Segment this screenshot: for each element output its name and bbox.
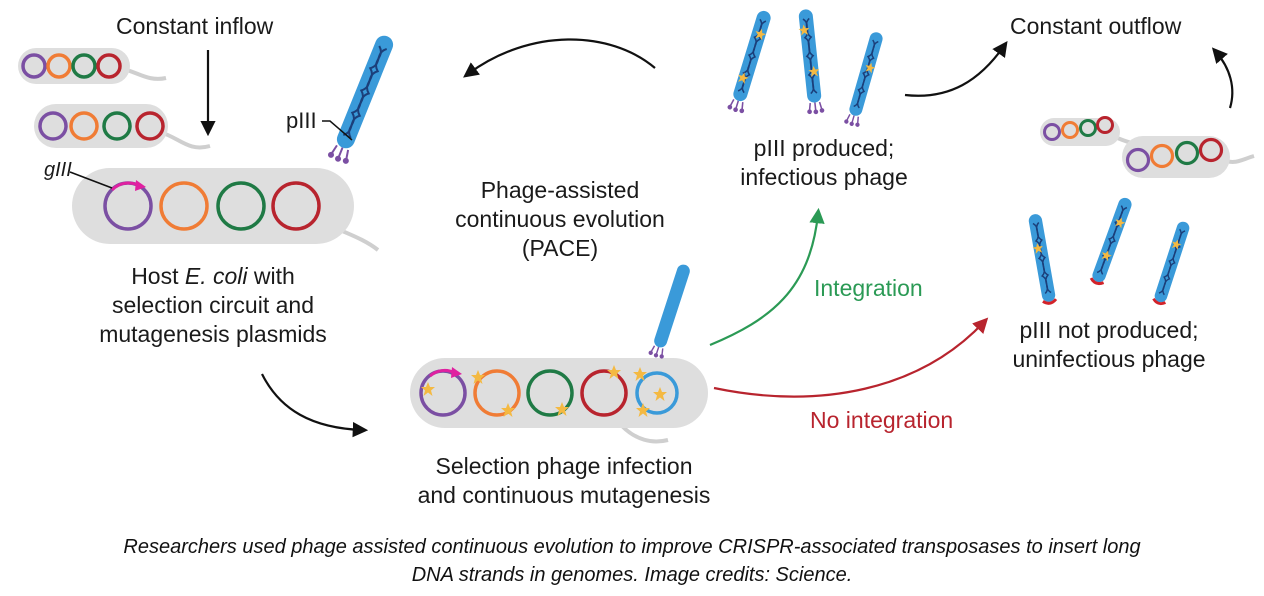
integration-arrow [709, 207, 825, 347]
outflow-cell-small [1040, 116, 1147, 146]
infectious-phage-3 [842, 29, 885, 129]
integration-label: Integration [814, 275, 923, 301]
host-line-1: Host E. coli with [131, 263, 295, 289]
no-integration-label: No integration [810, 407, 954, 433]
host-to-selection-arrow [261, 373, 369, 438]
cycle-arrow [463, 38, 656, 78]
host-ecoli-label: Host E. coli with selection circuit and … [52, 262, 374, 349]
caption-line-1: Researchers used phage assisted continuo… [123, 536, 1141, 558]
pace-diagram [18, 7, 1255, 444]
uninfectious-phage-3 [1152, 219, 1192, 305]
host-line-2: selection circuit and [112, 292, 314, 318]
piii-not-produced-label: pIII not produced; uninfectious phage [1012, 317, 1206, 372]
figure-caption: Researchers used phage assisted continuo… [0, 533, 1264, 589]
inflow-cell-medium [34, 104, 211, 150]
giii-label: gIII [44, 159, 72, 181]
constant-outflow-label: Constant outflow [1010, 13, 1182, 39]
infecting-phage [647, 264, 690, 361]
giii-pointer [69, 171, 113, 189]
outflow-arrow-left [904, 40, 1008, 97]
piii-phage [325, 31, 397, 167]
pace-label: Phage-assisted continuous evolution (PAC… [455, 177, 665, 261]
piii-label: pIII [286, 108, 317, 133]
selection-cell [410, 358, 708, 444]
infectious-phage-1 [725, 8, 774, 116]
caption-line-2: DNA strands in genomes. Image credits: S… [411, 564, 853, 586]
uninfectious-phage-2 [1089, 195, 1135, 286]
uninfectious-phage-1 [1026, 212, 1058, 305]
inflow-cell-small [18, 48, 167, 84]
infectious-phage-2 [797, 7, 826, 116]
outflow-arrow-right [1211, 47, 1234, 109]
selection-label: Selection phage infection and continuous… [417, 453, 711, 508]
constant-inflow-label: Constant inflow [116, 13, 274, 39]
host-ecoli-cell [72, 168, 380, 252]
piii-produced-label: pIII produced; infectious phage [740, 135, 908, 190]
piii-pointer [322, 120, 353, 141]
outflow-cell-medium [1122, 136, 1255, 178]
no-integration-arrow [713, 317, 989, 398]
host-line-3: mutagenesis plasmids [99, 321, 327, 347]
